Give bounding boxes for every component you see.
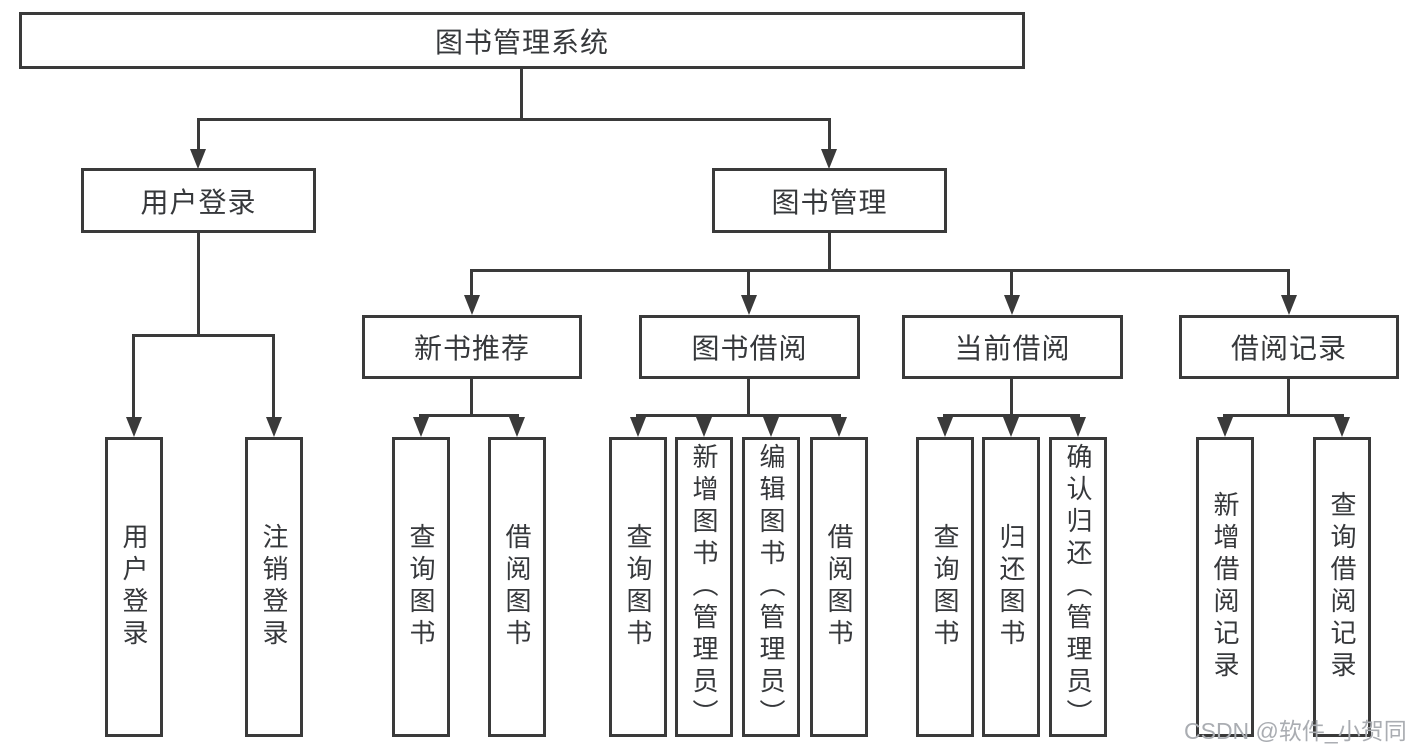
arrowhead-down	[266, 417, 282, 437]
node-confirm-return-admin-label: 确认归还（管理员）	[1063, 443, 1093, 731]
node-edit-books-admin: 编辑图书（管理员）	[742, 437, 800, 737]
csdn-watermark: CSDN @软件_小贺同学	[1184, 718, 1405, 744]
node-current-query-books-label: 查询图书	[930, 523, 960, 651]
node-recommend-borrow-books-label: 借阅图书	[502, 523, 532, 651]
node-borrowing-records-label: 借阅记录	[1230, 333, 1347, 364]
connector-line	[520, 69, 523, 118]
connector-line	[1010, 269, 1013, 297]
connector-line	[132, 334, 275, 337]
connector-line	[419, 414, 519, 417]
arrowhead-down	[696, 417, 712, 437]
arrowhead-down	[1003, 417, 1019, 437]
node-login-action: 用户登录	[105, 437, 163, 737]
node-add-borrow-record: 新增借阅记录	[1196, 437, 1254, 737]
arrowhead-down	[1004, 295, 1020, 315]
node-logout-action: 注销登录	[245, 437, 303, 737]
arrowhead-down	[630, 417, 646, 437]
connector-line	[132, 334, 135, 418]
arrowhead-down	[126, 417, 142, 437]
node-query-borrow-record: 查询借阅记录	[1313, 437, 1371, 737]
connector-line	[470, 269, 473, 297]
node-borrowing-query-books-label: 查询图书	[623, 523, 653, 651]
connector-line	[636, 414, 841, 417]
arrowhead-down	[1217, 417, 1233, 437]
node-current-borrowing-label: 当前借阅	[954, 333, 1071, 364]
connector-line	[272, 334, 275, 418]
connector-line	[197, 118, 200, 152]
connector-line	[747, 379, 750, 417]
node-current-borrowing: 当前借阅	[902, 315, 1123, 379]
arrowhead-down	[1070, 417, 1086, 437]
node-book-borrowing-label: 图书借阅	[691, 333, 808, 364]
node-book-borrowing: 图书借阅	[639, 315, 860, 379]
node-confirm-return-admin: 确认归还（管理员）	[1049, 437, 1107, 737]
node-borrowing-borrow-books-label: 借阅图书	[824, 523, 854, 651]
node-user-login: 用户登录	[81, 168, 316, 233]
arrowhead-down	[821, 149, 837, 169]
node-edit-books-admin-label: 编辑图书（管理员）	[756, 443, 786, 731]
arrowhead-down	[831, 417, 847, 437]
connector-line	[1287, 269, 1290, 297]
node-new-book-recommendation-label: 新书推荐	[413, 333, 530, 364]
connector-line	[470, 379, 473, 417]
node-user-login-label: 用户登录	[140, 186, 257, 218]
arrowhead-down	[190, 149, 206, 169]
connector-line	[943, 414, 1080, 417]
node-logout-action-label: 注销登录	[259, 523, 289, 651]
connector-line	[1010, 379, 1013, 417]
arrowhead-down	[763, 417, 779, 437]
node-borrowing-query-books: 查询图书	[609, 437, 667, 737]
node-return-books-label: 归还图书	[996, 523, 1026, 651]
arrowhead-down	[937, 417, 953, 437]
node-new-book-recommendation: 新书推荐	[362, 315, 582, 379]
node-book-management: 图书管理	[712, 168, 947, 233]
arrowhead-down	[1281, 295, 1297, 315]
node-borrowing-borrow-books: 借阅图书	[810, 437, 868, 737]
node-add-books-admin-label: 新增图书（管理员）	[689, 443, 719, 731]
node-query-borrow-record-label: 查询借阅记录	[1327, 491, 1357, 683]
node-recommend-borrow-books: 借阅图书	[488, 437, 546, 737]
connector-line	[197, 233, 200, 334]
connector-line	[828, 118, 831, 152]
node-borrowing-records: 借阅记录	[1179, 315, 1399, 379]
node-recommend-query-books: 查询图书	[392, 437, 450, 737]
node-root: 图书管理系统	[19, 12, 1025, 69]
node-add-books-admin: 新增图书（管理员）	[675, 437, 733, 737]
connector-line	[1223, 414, 1344, 417]
node-login-action-label: 用户登录	[119, 523, 149, 651]
arrowhead-down	[464, 295, 480, 315]
arrowhead-down	[509, 417, 525, 437]
connector-line	[470, 269, 1290, 272]
node-add-borrow-record-label: 新增借阅记录	[1210, 491, 1240, 683]
node-return-books: 归还图书	[982, 437, 1040, 737]
arrowhead-down	[741, 295, 757, 315]
arrowhead-down	[413, 417, 429, 437]
node-root-label: 图书管理系统	[434, 26, 609, 58]
node-recommend-query-books-label: 查询图书	[406, 523, 436, 651]
connector-line	[1287, 379, 1290, 417]
node-book-management-label: 图书管理	[771, 186, 888, 218]
arrowhead-down	[1334, 417, 1350, 437]
connector-line	[747, 269, 750, 297]
connector-line	[828, 233, 831, 272]
connector-line	[197, 118, 831, 121]
node-current-query-books: 查询图书	[916, 437, 974, 737]
